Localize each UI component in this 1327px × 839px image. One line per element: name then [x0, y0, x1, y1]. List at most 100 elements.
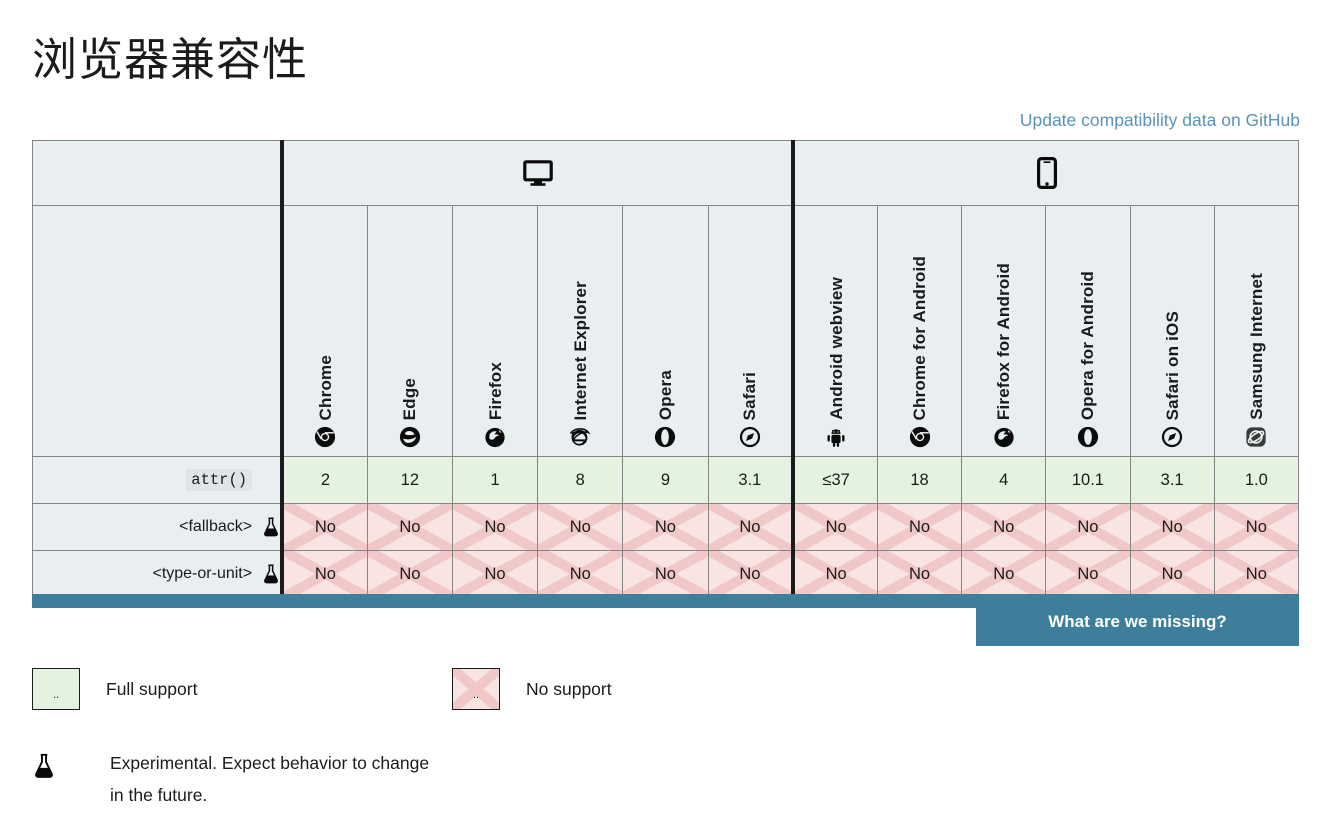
table-row: <fallback> No No No No No No No No No No…	[32, 503, 1300, 551]
support-cell[interactable]: No	[537, 503, 624, 551]
support-value: 3.1	[738, 470, 762, 489]
support-cell[interactable]: No	[281, 503, 368, 551]
support-value: No	[484, 564, 506, 583]
support-cell[interactable]: No	[366, 550, 453, 598]
support-cell[interactable]: 1.0	[1213, 456, 1300, 504]
support-value: ≤37	[822, 470, 850, 489]
feature-cell-attr[interactable]: attr()	[32, 456, 285, 504]
browser-name-label: Safari on iOS	[1162, 310, 1182, 420]
safari-icon	[1161, 426, 1183, 450]
support-cell[interactable]: No	[1129, 503, 1215, 551]
support-cell[interactable]: No	[451, 503, 539, 551]
support-cell[interactable]: No	[1129, 550, 1215, 598]
opera-icon	[654, 426, 676, 450]
support-value: 8	[575, 470, 585, 489]
desktop-group-header	[281, 140, 796, 206]
browser-name-label: Edge	[400, 377, 420, 420]
browser-header-firefox-for-android: Firefox for Android	[961, 205, 1047, 457]
browser-header-chrome: Chrome	[281, 205, 368, 457]
support-cell[interactable]: 3.1	[707, 456, 796, 504]
support-value: 2	[320, 470, 331, 489]
desktop-monitor-icon	[522, 160, 553, 186]
browser-header-safari-on-ios: Safari on iOS	[1129, 205, 1215, 457]
github-link-row: Update compatibility data on GitHub	[1020, 110, 1300, 131]
support-cell[interactable]: No	[707, 550, 796, 598]
support-cell[interactable]: No	[792, 550, 878, 598]
legend-label-full-support: Full support	[106, 678, 198, 699]
page-title: 浏览器兼容性	[32, 35, 309, 85]
chrome-icon	[314, 426, 336, 450]
safari-icon	[739, 426, 761, 450]
support-cell[interactable]: 12	[366, 456, 453, 504]
browser-header-row: Chrome Edge Firefox	[32, 205, 1300, 457]
support-cell[interactable]: No	[622, 503, 709, 551]
firefox-icon	[993, 426, 1015, 450]
browser-name-label: Chrome for Android	[910, 255, 930, 420]
browser-compatibility-table: Chrome Edge Firefox	[32, 140, 1300, 598]
browser-name-label: Safari	[740, 371, 760, 420]
support-cell[interactable]: No	[537, 550, 624, 598]
chrome-icon	[909, 426, 931, 450]
support-cell[interactable]: No	[876, 503, 963, 551]
support-value: No	[993, 564, 1015, 583]
support-cell[interactable]: No	[622, 550, 709, 598]
support-cell[interactable]: No	[281, 550, 368, 598]
browser-header-safari: Safari	[707, 205, 796, 457]
opera-icon	[1077, 426, 1099, 450]
support-cell[interactable]: No	[1045, 503, 1131, 551]
update-compat-data-link[interactable]: Update compatibility data on GitHub	[1019, 110, 1300, 130]
support-cell[interactable]: ≤37	[792, 456, 878, 504]
support-value: No	[1077, 517, 1099, 536]
support-value: 4	[999, 470, 1009, 489]
support-value: No	[1245, 564, 1267, 583]
support-cell[interactable]: No	[961, 503, 1047, 551]
legend-swatch-full-support: ..	[32, 668, 80, 710]
support-value: 10.1	[1071, 470, 1104, 489]
browser-header-opera-for-android: Opera for Android	[1045, 205, 1131, 457]
browser-name-label: Android webview	[826, 277, 846, 420]
support-cell[interactable]: 9	[622, 456, 709, 504]
support-cell[interactable]: No	[1213, 503, 1300, 551]
flask-experimental-icon	[262, 563, 280, 585]
support-value: No	[1077, 564, 1099, 583]
browser-header-internet-explorer: Internet Explorer	[537, 205, 624, 457]
support-cell[interactable]: 4	[961, 456, 1047, 504]
browser-name-label: Opera	[655, 369, 675, 420]
feature-cell-fallback[interactable]: <fallback>	[32, 503, 285, 551]
samsung-internet-icon	[1245, 426, 1267, 450]
support-cell[interactable]: No	[1045, 550, 1131, 598]
support-value: 3.1	[1160, 470, 1184, 489]
support-cell[interactable]: 8	[537, 456, 624, 504]
feature-label: attr()	[186, 469, 253, 491]
support-value: No	[825, 564, 847, 583]
feature-label: <fallback>	[179, 518, 253, 535]
table-row: <type-or-unit> No No No No No No No No N…	[32, 550, 1300, 598]
support-cell[interactable]: No	[451, 550, 539, 598]
support-cell[interactable]: 2	[281, 456, 368, 504]
support-value: 9	[660, 470, 671, 489]
support-value: No	[654, 517, 676, 536]
support-cell[interactable]: No	[1213, 550, 1300, 598]
support-cell[interactable]: 18	[876, 456, 963, 504]
browser-header-samsung-internet: Samsung Internet	[1213, 205, 1300, 457]
support-value: No	[569, 564, 591, 583]
support-value: No	[1161, 564, 1183, 583]
support-cell[interactable]: No	[707, 503, 796, 551]
support-cell[interactable]: No	[876, 550, 963, 598]
support-value: No	[314, 564, 336, 583]
support-cell[interactable]: 10.1	[1045, 456, 1131, 504]
support-cell[interactable]: No	[792, 503, 878, 551]
browser-name-label: Opera for Android	[1078, 270, 1098, 420]
support-cell[interactable]: 1	[451, 456, 539, 504]
what-are-we-missing-button[interactable]: What are we missing?	[976, 598, 1299, 646]
platform-group-header-row	[32, 140, 1300, 206]
legend-swatch-dots: ..	[52, 689, 60, 701]
browser-header-opera: Opera	[622, 205, 709, 457]
edge-icon	[399, 426, 421, 450]
mobile-phone-icon	[1036, 157, 1057, 189]
legend-item-full-support: .. Full support	[32, 668, 452, 710]
support-cell[interactable]: 3.1	[1129, 456, 1215, 504]
support-cell[interactable]: No	[366, 503, 453, 551]
feature-cell-type-or-unit[interactable]: <type-or-unit>	[32, 550, 285, 598]
support-cell[interactable]: No	[961, 550, 1047, 598]
